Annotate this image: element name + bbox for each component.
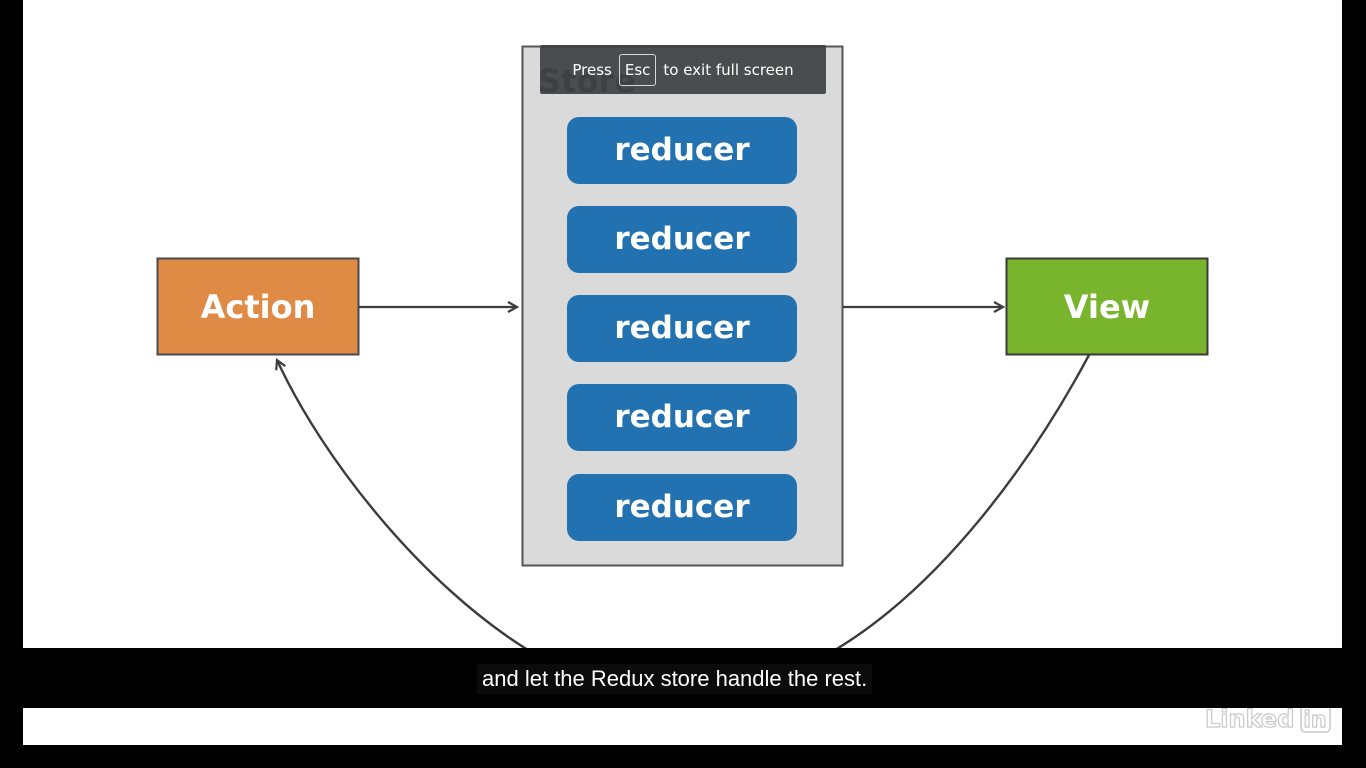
toast-prefix: Press: [572, 60, 612, 79]
linkedin-watermark-logo: Linked in: [1205, 704, 1331, 734]
action-label: Action: [201, 288, 316, 326]
reducer-box: reducer: [567, 206, 797, 273]
reducer-label: reducer: [614, 399, 750, 435]
subtitle-caption: and let the Redux store handle the rest.: [477, 664, 873, 694]
video-frame: Store reducer reducer reducer reducer re…: [23, 0, 1342, 745]
action-box: Action: [156, 257, 360, 356]
reducer-label: reducer: [614, 489, 750, 525]
view-box: View: [1005, 257, 1209, 356]
view-label: View: [1064, 288, 1150, 326]
reducer-box: reducer: [567, 295, 797, 362]
reducer-box: reducer: [567, 117, 797, 184]
toast-suffix: to exit full screen: [663, 60, 794, 79]
esc-key-badge: Esc: [618, 53, 657, 86]
reducer-label: reducer: [614, 310, 750, 346]
fullscreen-exit-toast: Press Esc to exit full screen: [540, 45, 826, 94]
reducer-label: reducer: [614, 221, 750, 257]
view-to-action-arrow: [277, 354, 1091, 648]
reducer-box: reducer: [567, 384, 797, 451]
svg-text:Linked: Linked: [1205, 705, 1294, 733]
redux-flow-diagram: Store reducer reducer reducer reducer re…: [156, 45, 1209, 648]
svg-text:in: in: [1303, 708, 1326, 733]
reducer-box: reducer: [567, 474, 797, 541]
reducer-label: reducer: [614, 132, 750, 168]
